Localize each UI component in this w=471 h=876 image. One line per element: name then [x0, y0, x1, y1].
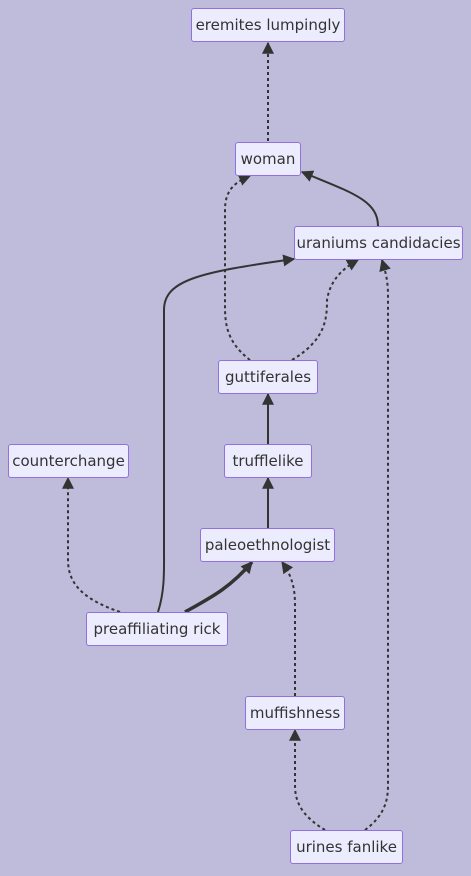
node-guttiferales: guttiferales	[218, 360, 318, 394]
node-woman: woman	[235, 142, 301, 176]
edge-uraniums-candidacies-to-woman	[300, 170, 379, 227]
node-paleoethnologist: paleoethnologist	[200, 528, 335, 562]
node-trufflelike: trufflelike	[224, 444, 312, 478]
node-muffishness: muffishness	[245, 696, 345, 730]
edge-guttiferales-to-woman	[223, 174, 252, 361]
node-preaffiliating-rick: preaffiliating rick	[86, 612, 228, 646]
edge-urines-fanlike-to-muffishness	[289, 728, 326, 831]
node-eremites-lumpingly: eremites lumpingly	[191, 8, 345, 42]
edge-muffishness-to-paleoethnologist	[281, 561, 296, 696]
node-uraniums-candidacies: uraniums candidacies	[294, 226, 463, 260]
edge-urines-fanlike-to-uraniums-candidacies	[364, 258, 391, 831]
node-urines-fanlike: urines fanlike	[290, 830, 403, 864]
edge-preaffiliating-rick-to-counterchange	[62, 476, 121, 613]
edge-preaffiliating-rick-to-uraniums-candidacies	[157, 254, 296, 613]
node-counterchange: counterchange	[8, 444, 129, 478]
edge-guttiferales-to-uraniums-candidacies	[291, 259, 360, 361]
edge-preaffiliating-rick-to-paleoethnologist	[184, 560, 254, 614]
